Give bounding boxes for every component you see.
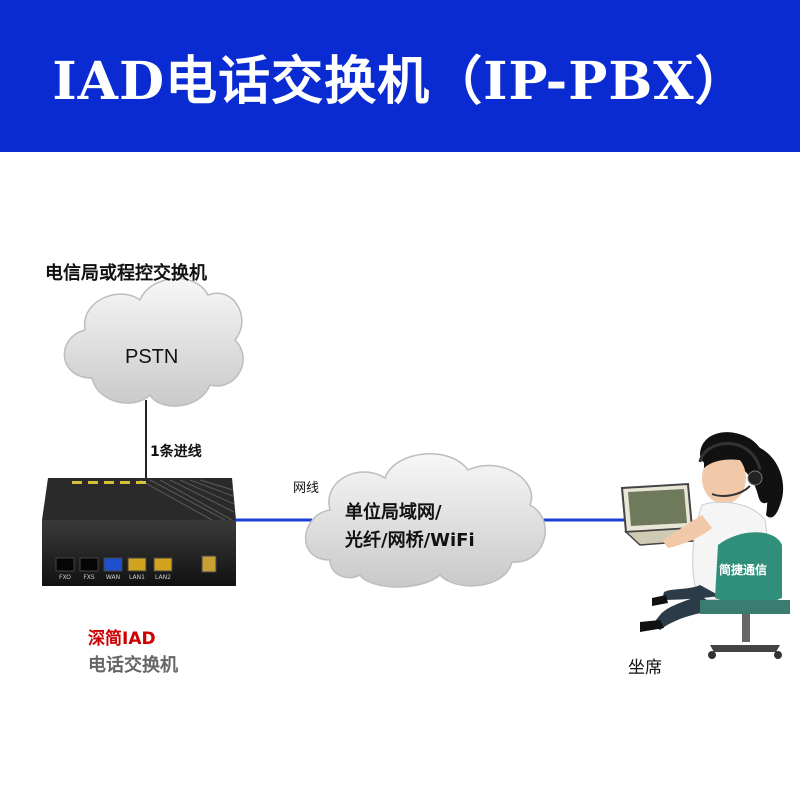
- pstn-line-label: 1条进线: [150, 443, 202, 460]
- lan-cloud-line2: 光纤/网桥/WiFi: [344, 529, 475, 551]
- cable-label: 网线: [293, 481, 319, 496]
- pstn-caption: 电信局或程控交换机: [45, 262, 207, 284]
- port-label-fxs: FXS: [83, 574, 95, 581]
- operator-figure: [640, 432, 790, 659]
- seat-label: 坐席: [628, 658, 662, 678]
- device-brand: 深简IAD: [88, 628, 156, 649]
- iad-device: FXO FXS WAN LAN1 LAN2: [42, 478, 236, 586]
- port-label-lan1: LAN1: [129, 574, 145, 581]
- title-banner: IAD电话交换机（IP-PBX）: [0, 0, 800, 152]
- lan-cloud-line1: 单位局域网/: [345, 501, 442, 523]
- lan-cloud: [304, 453, 547, 588]
- port-label-wan: WAN: [106, 574, 120, 581]
- port-label-fxo: FXO: [59, 574, 71, 581]
- port-label-lan2: LAN2: [155, 574, 171, 581]
- device-name: 电话交换机: [88, 654, 178, 676]
- pstn-cloud: [63, 277, 244, 407]
- chair-text: 简捷通信: [719, 562, 767, 577]
- page-title: IAD电话交换机（IP-PBX）: [52, 50, 748, 112]
- pstn-label: PSTN: [125, 346, 178, 368]
- chair-back: [715, 532, 782, 605]
- status-leds: [72, 481, 146, 484]
